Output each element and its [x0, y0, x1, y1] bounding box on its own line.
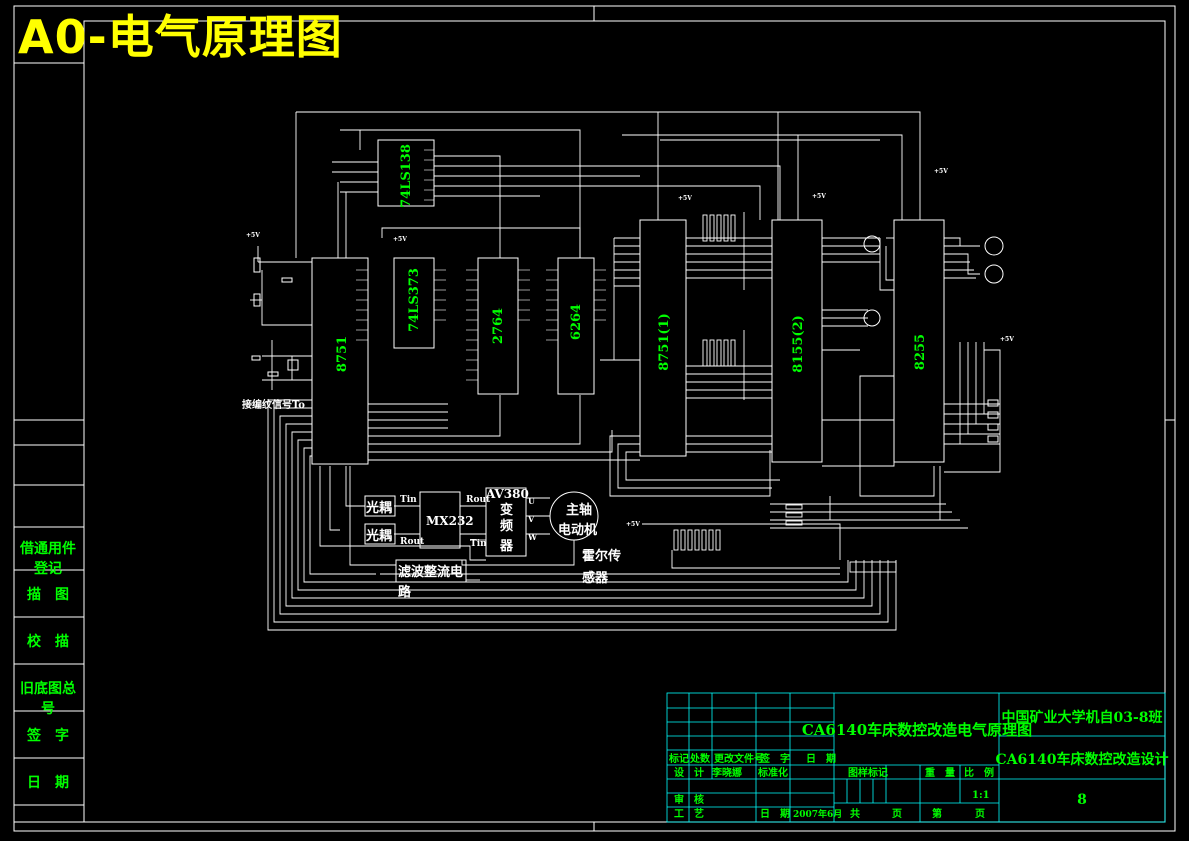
label-phase-w: W [527, 532, 538, 542]
title-block-stage: 图样标记 [848, 766, 888, 779]
title-block-weight: 重 量 [925, 766, 955, 779]
label-mx232: MX232 [426, 514, 474, 528]
label-opto-1: 光耦 [365, 500, 392, 516]
label-filter-2: 路 [398, 584, 412, 600]
side-label-3: 旧底图总号 [20, 681, 76, 717]
title-block-scale-value: 1:1 [972, 790, 990, 801]
label-filter-1: 滤波整流电 [398, 564, 463, 580]
label-8255: 8255 [913, 334, 928, 370]
title-block-date-value: 2007年6月 [793, 808, 842, 820]
side-record-table [13, 419, 85, 823]
chip-8751-1-body [639, 219, 687, 457]
label-2764: 2764 [491, 308, 506, 344]
title-block-scale: 比 例 [964, 766, 994, 779]
wiring [250, 111, 1001, 631]
filter-rectifier-box [395, 559, 467, 583]
title-block-sheet-number: 8 [1077, 792, 1087, 808]
title-block-page: 页 [892, 808, 902, 820]
label-inverter-2: 频 [500, 518, 513, 534]
chip-6264-body [557, 257, 595, 395]
label-tin-1: Tin [400, 495, 417, 505]
label-rin: Rout [400, 537, 425, 547]
side-label-2: 校 描 [27, 634, 69, 650]
label-motor-2: 电动机 [558, 522, 597, 538]
title-block-designer: 李晓娜 [711, 766, 742, 779]
label-8751-1: 8751(1) [657, 313, 672, 371]
side-label-4: 签 字 [27, 728, 69, 744]
label-6264: 6264 [569, 304, 584, 340]
title-block-school: 中国矿业大学机自03-8班 [1001, 709, 1162, 726]
stepper-motor-a [984, 236, 1004, 256]
title-block-review: 审 核 [674, 793, 704, 806]
stepper-motor-x [863, 235, 881, 253]
label-rout: Rout [466, 495, 491, 505]
title-block-drawing-title: CA6140车床数控改造电气原理图 [802, 721, 1032, 739]
title-block-total: 共 [850, 807, 860, 820]
title-block-page-2: 页 [975, 808, 985, 820]
title-block-col-date: 日 期 [806, 752, 836, 765]
title-block-nth: 第 [932, 807, 942, 820]
label-8751: 8751 [335, 336, 350, 372]
label-74ls373: 74LS373 [407, 268, 422, 332]
title-block-col-sign: 签 字 [759, 752, 790, 765]
opto-box-1 [364, 495, 396, 517]
title-block-grid [666, 692, 1166, 823]
drawing-big-title: A0-电气原理图 [18, 10, 343, 64]
pin-ticks [356, 149, 606, 381]
label-vcc-keypad: +5V [1000, 336, 1014, 343]
label-inverter-model: AV380 [485, 487, 529, 501]
label-inverter-1: 变 [500, 502, 513, 518]
title-block-design-label: 设 计 [674, 766, 704, 779]
title-block-process: 工 艺 [674, 807, 704, 820]
label-pulse-input: 接编纹信号To [242, 398, 305, 411]
chip-8255-body [893, 219, 945, 463]
chip-8155-2-body [771, 219, 823, 463]
label-phase-u: U [528, 496, 535, 506]
label-hall-2: 感器 [582, 570, 609, 586]
chip-74ls138-body [377, 139, 435, 207]
label-vcc-cpu: +5V [246, 232, 260, 239]
side-label-1: 描 图 [27, 587, 69, 603]
label-inverter-3: 器 [499, 539, 514, 554]
inverter-box [485, 487, 527, 557]
mx232-box [419, 491, 461, 549]
title-block-project: CA6140车床数控改造设计 [996, 751, 1169, 768]
title-block-date-label: 日 期 [760, 807, 790, 820]
label-phase-v: V [527, 514, 535, 524]
title-block-col-mark: 标记 [668, 752, 689, 765]
inner-frame [83, 20, 1166, 823]
outer-frame [13, 5, 1176, 832]
label-vcc-8255: +5V [934, 168, 948, 175]
label-74ls138: 74LS138 [399, 144, 414, 208]
label-vcc-latch: +5V [393, 236, 407, 243]
side-label-0: 借通用件登记 [20, 541, 76, 577]
label-8155-2: 8155(2) [791, 315, 806, 373]
stepper-motor-b [984, 264, 1004, 284]
stepper-motor-z [863, 309, 881, 327]
title-block-col-change: 更改文件号 [714, 752, 764, 765]
label-motor-1: 主轴 [566, 502, 592, 518]
spindle-motor-symbol [549, 491, 599, 541]
side-label-5: 日 期 [27, 775, 69, 791]
title-block-col-count: 处数 [689, 752, 711, 765]
opto-box-2 [364, 523, 396, 545]
label-vcc-8155: +5V [812, 193, 826, 200]
label-hall-1: 霍尔传 [582, 548, 621, 564]
label-tin-2: Tin [470, 539, 487, 549]
chip-74ls373-body [393, 257, 435, 349]
chip-2764-body [477, 257, 519, 395]
title-block-standardize: 标准化 [757, 766, 788, 779]
chip-8751-body [311, 257, 369, 465]
label-vcc-slave: +5V [678, 195, 692, 202]
label-vcc-bottom: +5V [626, 521, 640, 528]
label-opto-2: 光耦 [365, 528, 392, 544]
